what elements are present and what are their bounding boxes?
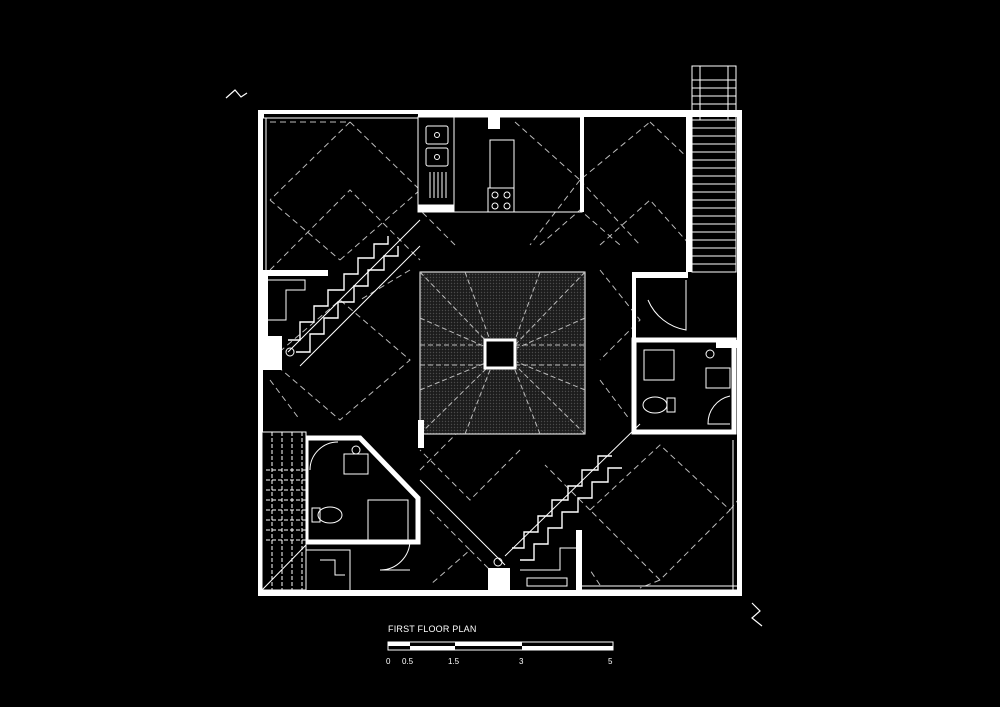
section-marker-top-left <box>225 89 248 99</box>
sink <box>425 125 449 145</box>
scale-label-0-5: 0.5 <box>402 657 414 666</box>
scale-label-0: 0 <box>386 657 391 666</box>
toilet-left <box>317 506 343 524</box>
bottom-closet <box>520 530 582 590</box>
scale-labels: 0 0.5 1.5 3 5 <box>386 657 613 666</box>
central-courtyard <box>419 271 586 435</box>
scale-bar <box>387 641 614 651</box>
scale-label-1-5: 1.5 <box>448 657 460 666</box>
diagonal-stair-upper <box>285 219 421 367</box>
stove <box>487 187 515 213</box>
kitchen <box>417 116 583 213</box>
section-marker-bottom-right <box>751 602 763 627</box>
central-column <box>483 338 517 370</box>
bathroom-left <box>303 420 424 571</box>
diagonal-stair-lower <box>419 423 641 590</box>
plan-title: FIRST FLOOR PLAN <box>388 624 477 634</box>
scale-label-5: 5 <box>608 657 613 666</box>
toilet <box>642 396 668 414</box>
exterior-walls <box>258 110 742 596</box>
interior-wall-stubs <box>262 117 584 437</box>
left-closet <box>262 270 328 370</box>
bathroom-right <box>631 272 738 435</box>
exterior-stair <box>686 65 737 273</box>
facade-glazing <box>262 117 738 591</box>
left-lower-stair <box>261 431 351 591</box>
scale-label-3: 3 <box>519 657 524 666</box>
